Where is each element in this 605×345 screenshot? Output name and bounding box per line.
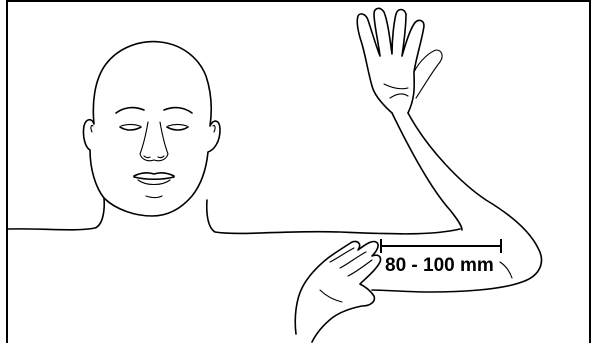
palm-line-1 (384, 84, 408, 89)
chin (146, 196, 162, 198)
measurement-indicator (381, 239, 501, 253)
nostril-right (158, 156, 164, 158)
nostril-left (144, 156, 150, 158)
measuring-hand (295, 241, 380, 342)
eye-left-closed (120, 127, 141, 130)
mouth-lower (138, 180, 170, 185)
eye-right-closed (167, 127, 188, 130)
raised-hand (357, 8, 442, 113)
measurement-label: 80 - 100 mm (383, 255, 496, 276)
eyebrow-left (116, 108, 144, 113)
mouth-line (134, 177, 174, 179)
measuring-hand-outline (295, 241, 380, 342)
nose (140, 122, 168, 161)
mouth-upper (134, 173, 174, 176)
finger-line-1 (330, 248, 354, 262)
head (83, 42, 220, 216)
eyelash-right (168, 125, 187, 127)
body-outline-right (207, 200, 460, 234)
body-outline-left (8, 198, 104, 230)
elbow-crease (500, 262, 512, 278)
eyebrow-right (164, 108, 192, 113)
head-outline (83, 42, 220, 216)
ear-right (213, 125, 215, 132)
thumb (414, 50, 442, 98)
finger-line-3 (348, 260, 372, 276)
palm-line-2 (390, 94, 408, 98)
knuckle-line (320, 290, 342, 302)
eyelash-left (121, 125, 140, 127)
ear-left (91, 125, 93, 132)
